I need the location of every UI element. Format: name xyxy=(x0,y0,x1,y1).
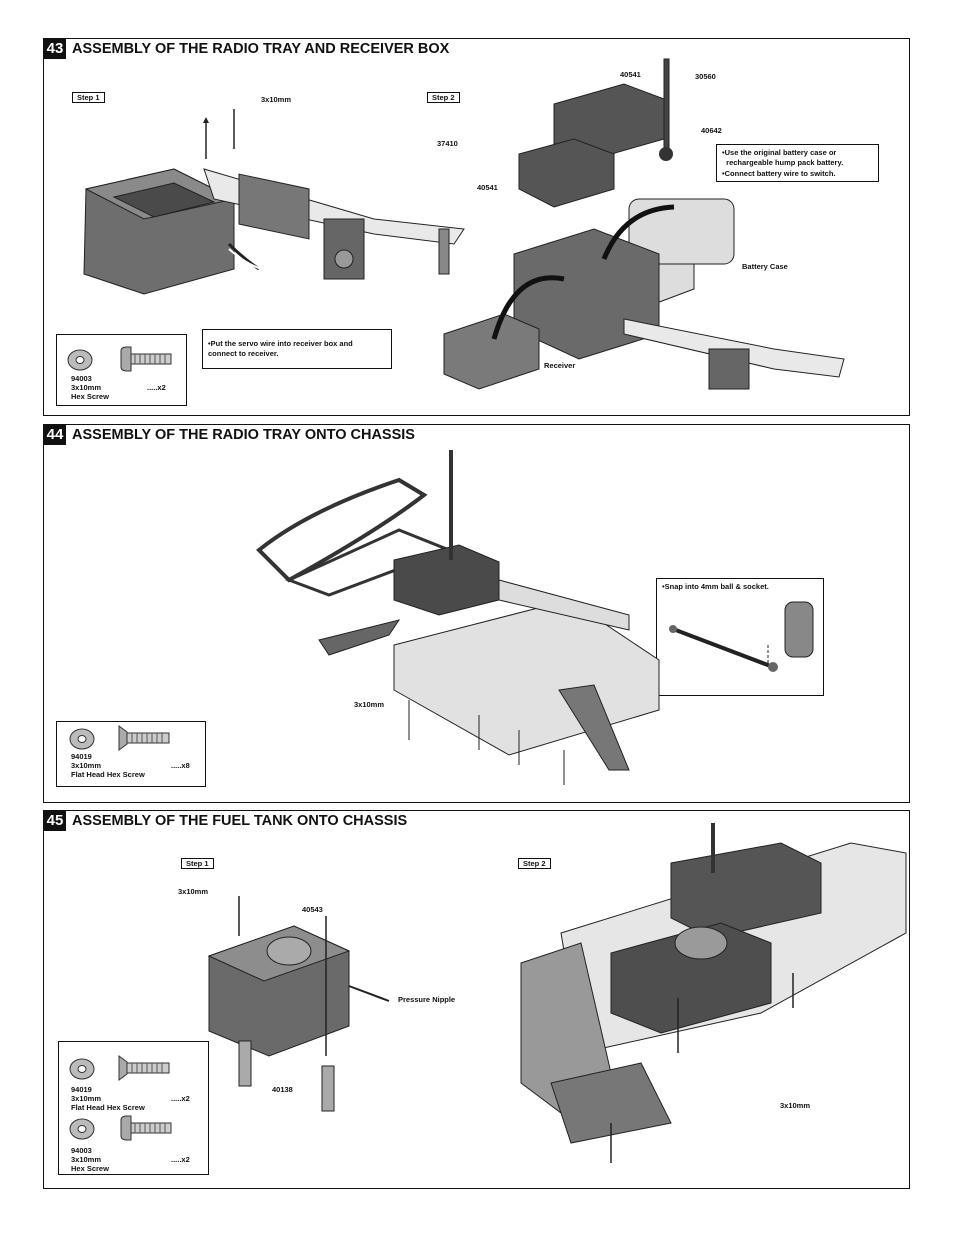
part-code: 94003 xyxy=(71,1146,92,1155)
fuel-tank-illustration xyxy=(207,896,390,1112)
part-size: 3x10mm xyxy=(71,1155,102,1164)
part-40543-label: 40543 xyxy=(302,905,323,914)
part-30560-label: 30560 xyxy=(695,72,716,81)
part-size: 3x10mm xyxy=(71,383,102,392)
chassis-fuel-tank-illustration xyxy=(520,823,907,1163)
step-2-label: Step 2 xyxy=(518,858,551,869)
washer-icon xyxy=(67,349,93,371)
part-40642-label: 40642 xyxy=(701,126,722,135)
note-line: •Put the servo wire into receiver box an… xyxy=(208,339,353,348)
section-title: ASSEMBLY OF THE FUEL TANK ONTO CHASSIS xyxy=(72,813,408,829)
part-size: 3x10mm xyxy=(71,761,102,770)
parts-box: 94019 3x10mm .....x8 Flat Head Hex Screw xyxy=(56,721,206,787)
washer-icon xyxy=(69,1118,95,1140)
battery-receiver-illustration xyxy=(443,58,845,390)
screw-size-label-step2: 3x10mm xyxy=(780,1101,811,1110)
step-1-label: Step 1 xyxy=(72,92,105,103)
part-code: 94019 xyxy=(71,1085,92,1094)
section-number: 43 xyxy=(44,39,66,59)
battery-note: •Use the original battery case or rechar… xyxy=(716,144,879,182)
hex-screw-icon xyxy=(120,346,172,372)
washer-icon xyxy=(69,1058,95,1080)
part-name: Flat Head Hex Screw xyxy=(71,770,145,779)
part-40541-top-label: 40541 xyxy=(620,70,641,79)
part-code: 94019 xyxy=(71,752,92,761)
servo-wire-note: •Put the servo wire into receiver box an… xyxy=(202,329,392,369)
ball-socket-illustration xyxy=(669,601,814,672)
note-line: rechargeable hump pack battery. xyxy=(722,157,844,167)
hex-screw-icon xyxy=(120,1115,172,1141)
screw-size-label: 3x10mm xyxy=(178,887,209,896)
battery-case-label: Battery Case xyxy=(742,262,788,271)
part-code: 94003 xyxy=(71,374,92,383)
screw-size-label: 3x10mm xyxy=(261,95,292,104)
part-name: Flat Head Hex Screw xyxy=(71,1103,145,1112)
part-qty: .....x2 xyxy=(171,1094,190,1103)
screw-size-label: 3x10mm xyxy=(354,700,385,709)
flat-head-screw-icon xyxy=(118,725,170,751)
note-line: •Use the original battery case or xyxy=(722,148,837,157)
part-37410-label: 37410 xyxy=(437,139,458,148)
note-line: connect to receiver. xyxy=(208,348,279,358)
step-1-label: Step 1 xyxy=(181,858,214,869)
note-line: •Snap into 4mm ball & socket. xyxy=(662,582,769,591)
section-43: 43 ASSEMBLY OF THE RADIO TRAY AND RECEIV… xyxy=(43,38,910,416)
snap-note-box: •Snap into 4mm ball & socket. xyxy=(656,578,824,696)
section-number: 45 xyxy=(44,811,66,831)
part-qty: .....x8 xyxy=(171,761,190,770)
section-44: 44 ASSEMBLY OF THE RADIO TRAY ONTO CHASS… xyxy=(43,424,910,803)
washer-icon xyxy=(69,728,95,750)
part-40138-label: 40138 xyxy=(272,1085,293,1094)
flat-head-screw-icon xyxy=(118,1055,170,1081)
section-45: 45 ASSEMBLY OF THE FUEL TANK ONTO CHASSI… xyxy=(43,810,910,1189)
section-title: ASSEMBLY OF THE RADIO TRAY ONTO CHASSIS xyxy=(72,427,415,443)
part-qty: .....x2 xyxy=(147,383,166,392)
receiver-label: Receiver xyxy=(544,361,576,370)
section-number: 44 xyxy=(44,425,66,445)
part-name: Hex Screw xyxy=(71,1164,109,1173)
section-title: ASSEMBLY OF THE RADIO TRAY AND RECEIVER … xyxy=(72,41,450,57)
step-2-label: Step 2 xyxy=(427,92,460,103)
chassis-radio-tray-illustration xyxy=(256,450,660,785)
parts-box: 94003 3x10mm .....x2 Hex Screw xyxy=(56,334,187,406)
parts-box: 94019 3x10mm .....x2 Flat Head Hex Screw… xyxy=(58,1041,209,1175)
radio-tray-assembly-illustration xyxy=(83,109,465,295)
part-qty: .....x2 xyxy=(171,1155,190,1164)
pressure-nipple-label: Pressure Nipple xyxy=(398,995,456,1004)
part-size: 3x10mm xyxy=(71,1094,102,1103)
part-40541-bottom-label: 40541 xyxy=(477,183,498,192)
part-name: Hex Screw xyxy=(71,392,109,401)
note-line: •Connect battery wire to switch. xyxy=(722,169,836,178)
